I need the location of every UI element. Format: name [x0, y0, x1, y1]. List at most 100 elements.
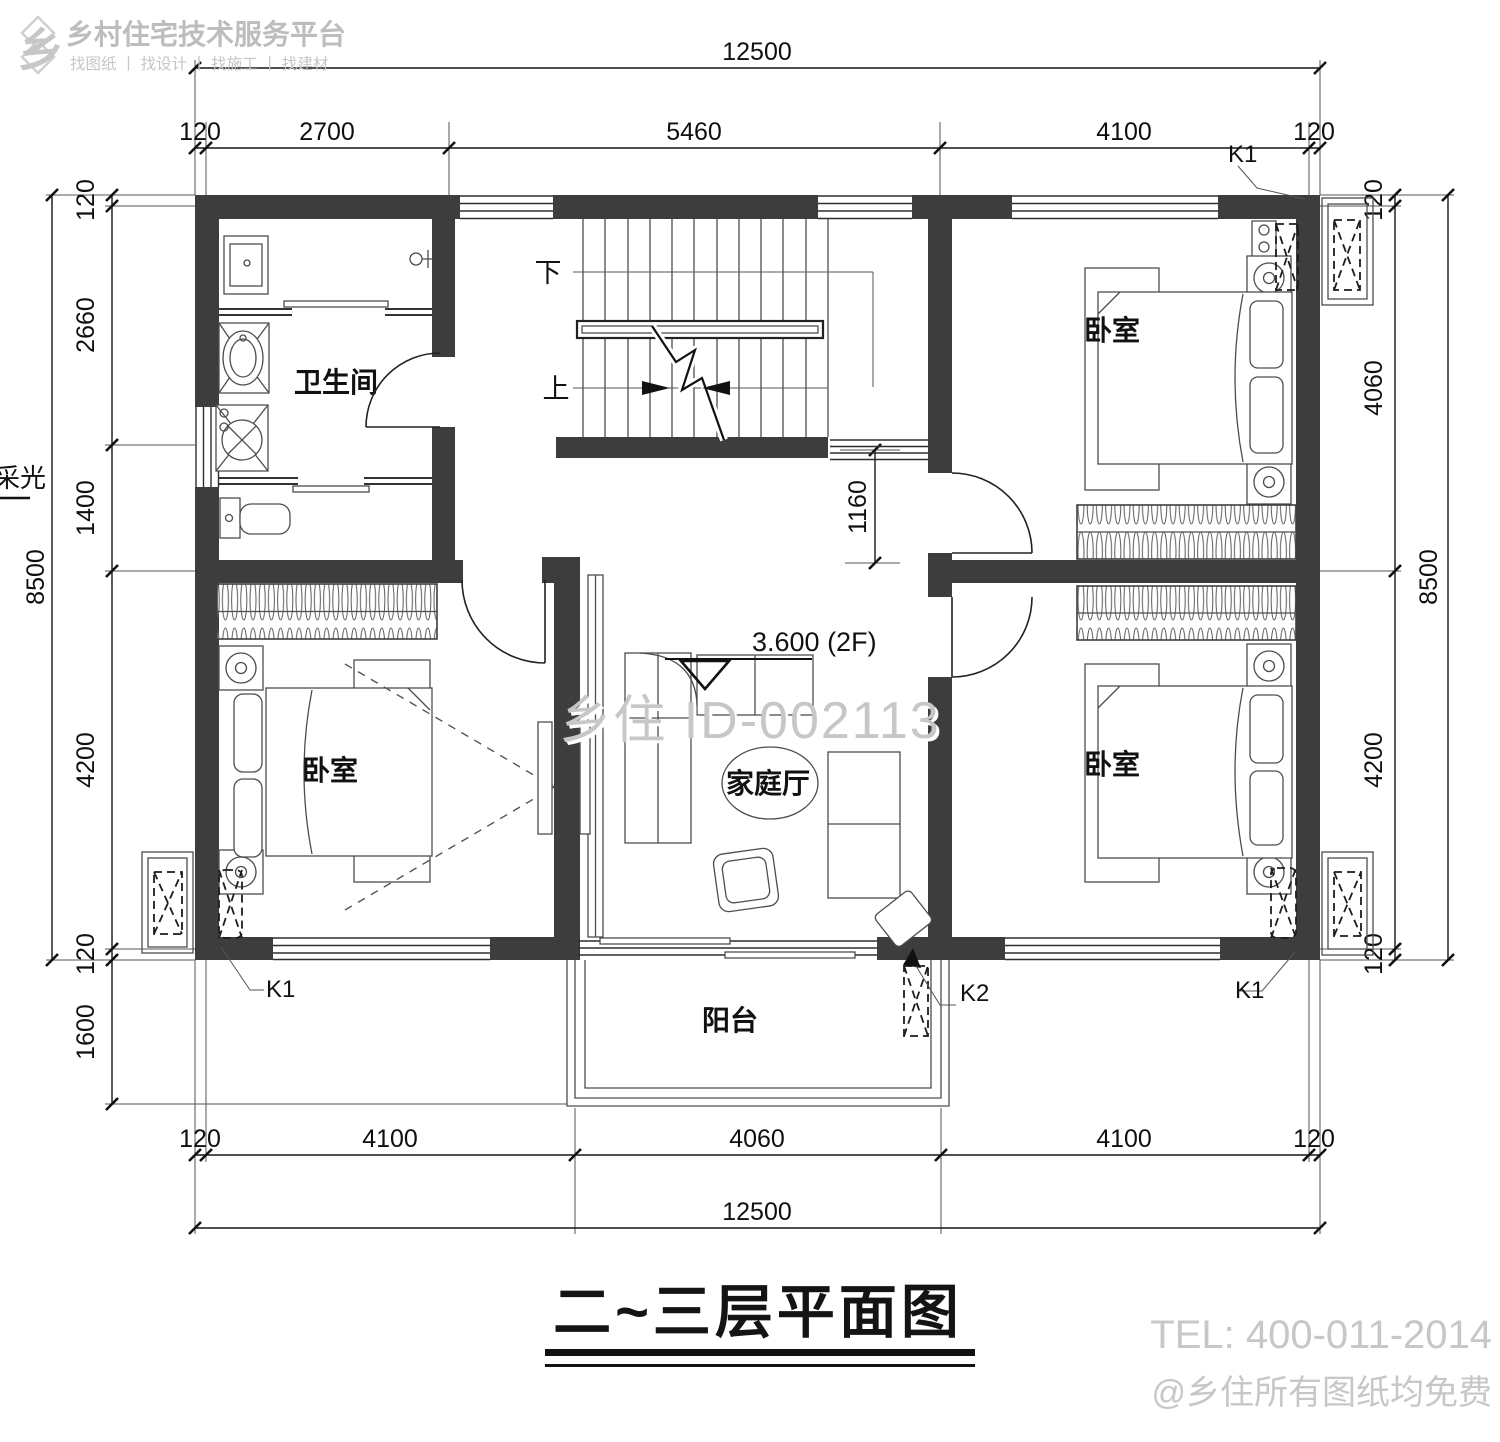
dim-left-seg: 4200: [72, 732, 100, 788]
free-note-text: @乡住所有图纸均免费: [1151, 1374, 1492, 1412]
bed-top-right: [1097, 291, 1293, 465]
door-bedroom-bottom-right: [951, 596, 1033, 678]
center-watermark-text: 乡住 ID-002113: [559, 692, 940, 750]
logo-glyph: 乡: [18, 24, 64, 76]
flue-right-outside: [1321, 851, 1374, 956]
dim-right-overall: 8500: [1415, 549, 1443, 605]
dim-top-seg: 4100: [1096, 118, 1152, 146]
dim-hall-1160: 1160: [844, 480, 872, 534]
dim-bottom-seg: 4100: [1096, 1125, 1152, 1153]
logo-icon: [20, 15, 56, 75]
flue-bedroom-top-right: [1275, 223, 1299, 291]
balcony-sliding-door: [578, 937, 877, 959]
dim-left-seg: 120: [72, 179, 100, 221]
title-underline-thick: [545, 1349, 975, 1356]
shower-head: [409, 250, 433, 268]
daylight-text: 采光: [0, 463, 46, 493]
dimension-text-left: 120 2660 1400 4200 120 1600 8500: [22, 179, 100, 1060]
dim-bottom-seg: 120: [179, 1125, 221, 1153]
interior-walls: [195, 219, 1296, 960]
window-top-2: [818, 195, 912, 220]
tv-projection-lines: [344, 663, 555, 911]
flue-balcony-k2: [903, 965, 929, 1037]
room-label-balcony: 阳台: [702, 1004, 758, 1036]
stool: [712, 847, 780, 913]
title-underline-thin: [545, 1364, 975, 1367]
window-mark-k1-bottom-left: K1: [220, 946, 295, 1003]
dim-top-seg: 120: [179, 118, 221, 146]
bed-bottom-right: [1097, 685, 1293, 859]
dimension-text-bottom: 120 4100 4060 4100 120 12500: [179, 1125, 1335, 1226]
tilted-cushion: [874, 890, 933, 947]
window-hall-interior: [830, 439, 928, 461]
logo: 乡 乡村住宅技术服务平台 乡村住宅技术服务平台 找图纸 丨 找设计 丨 找施工 …: [18, 15, 348, 76]
free-note-shadow: @乡住所有图纸均免费: [1153, 1376, 1494, 1414]
staircase: 下 上: [535, 219, 874, 442]
flue-bedroom-bottom-right: [1270, 867, 1297, 939]
contact-watermark: TEL: 400-011-2014 TEL: 400-011-2014 @乡住所…: [1150, 1313, 1494, 1414]
dim-bottom-seg: 120: [1293, 1125, 1335, 1153]
flue-left-outside: [141, 851, 194, 954]
logo-title-shadow: 乡村住宅技术服务平台: [68, 20, 348, 52]
center-watermark-shadow: 乡住 ID-002113: [562, 695, 943, 753]
level-marker: 3.600 (2F): [665, 627, 877, 691]
k2-balcony-text: K2: [960, 980, 989, 1007]
level-text: 3.600 (2F): [752, 627, 877, 657]
window-top-3: [1012, 195, 1218, 220]
dim-top-seg: 120: [1293, 118, 1335, 146]
tel-text: TEL: 400-011-2014: [1150, 1313, 1492, 1357]
bedroom-top-right-furniture: [1076, 220, 1297, 560]
room-label-family-hall: 家庭厅: [726, 767, 810, 799]
sofa-right: [827, 751, 901, 899]
window-mark-k2-balcony: K2: [903, 948, 989, 1007]
daylight-label: 采光: [0, 463, 46, 500]
k1-bottom-left-text: K1: [266, 976, 295, 1003]
room-label-bedroom-bottom-right: 卧室: [1084, 748, 1140, 780]
door-bedroom-top-right: [951, 472, 1033, 554]
dim-left-seg: 1400: [72, 480, 100, 536]
sheet-title: 二~三层平面图: [545, 1280, 975, 1367]
flue-top-right-outside: [1321, 197, 1374, 306]
tv-bedroom: [537, 721, 553, 835]
bedroom-bottom-right-furniture: [1076, 585, 1297, 895]
tv-family-hall: [579, 723, 591, 835]
logo-subtitle: 找图纸 丨 找设计 丨 找施工 丨 找建材: [70, 55, 328, 73]
stairs-up-label: 上: [543, 374, 570, 404]
family-hall-furniture: [579, 574, 933, 947]
window-top-1: [460, 195, 553, 220]
flue-bedroom-bottom-left: [218, 869, 243, 939]
dim-bottom-seg: 4100: [362, 1125, 418, 1153]
bed-bottom-left: [265, 687, 433, 857]
door-bathroom: [365, 352, 441, 428]
bathroom-partitions: [219, 300, 432, 493]
room-label-bedroom-bottom-left: 卧室: [302, 754, 358, 786]
dim-top-seg: 5460: [666, 118, 722, 146]
window-bottom-left-k1: [273, 937, 490, 961]
dim-left-seg: 2660: [72, 297, 100, 353]
dim-right-seg: 4200: [1360, 732, 1388, 788]
dimension-text-top: 12500 120 2700 5460 4100 120: [179, 38, 1335, 146]
balcony-railing: [566, 960, 950, 1107]
toilet: [219, 497, 291, 539]
dim-right-seg: 120: [1360, 179, 1388, 221]
dimension-text-right: 120 4060 4200 120 8500: [1360, 179, 1443, 975]
dim-top-seg: 2700: [299, 118, 355, 146]
stairs-down-label: 下: [535, 258, 562, 288]
dim-left-seg: 120: [72, 933, 100, 975]
dimension-lines: [45, 61, 1455, 1235]
dim-bottom-seg: 4060: [729, 1125, 785, 1153]
center-watermark: 乡住 ID-002113 乡住 ID-002113: [559, 692, 943, 753]
bedroom-bottom-left-furniture: [216, 583, 555, 911]
bathroom-sink: [223, 235, 269, 295]
door-bedroom-bottom-left: [461, 579, 546, 664]
window-mark-k1-top-right: K1: [1228, 141, 1306, 200]
washing-machine: [215, 404, 269, 472]
k1-bottom-right-text: K1: [1235, 977, 1264, 1004]
dim-right-seg: 4060: [1360, 360, 1388, 416]
window-mark-k1-bottom-right: K1: [1235, 951, 1296, 1004]
sheet-title-text: 二~三层平面图: [553, 1280, 963, 1345]
bathroom-vanity: [218, 322, 270, 394]
k1-top-right-text: K1: [1228, 141, 1257, 168]
